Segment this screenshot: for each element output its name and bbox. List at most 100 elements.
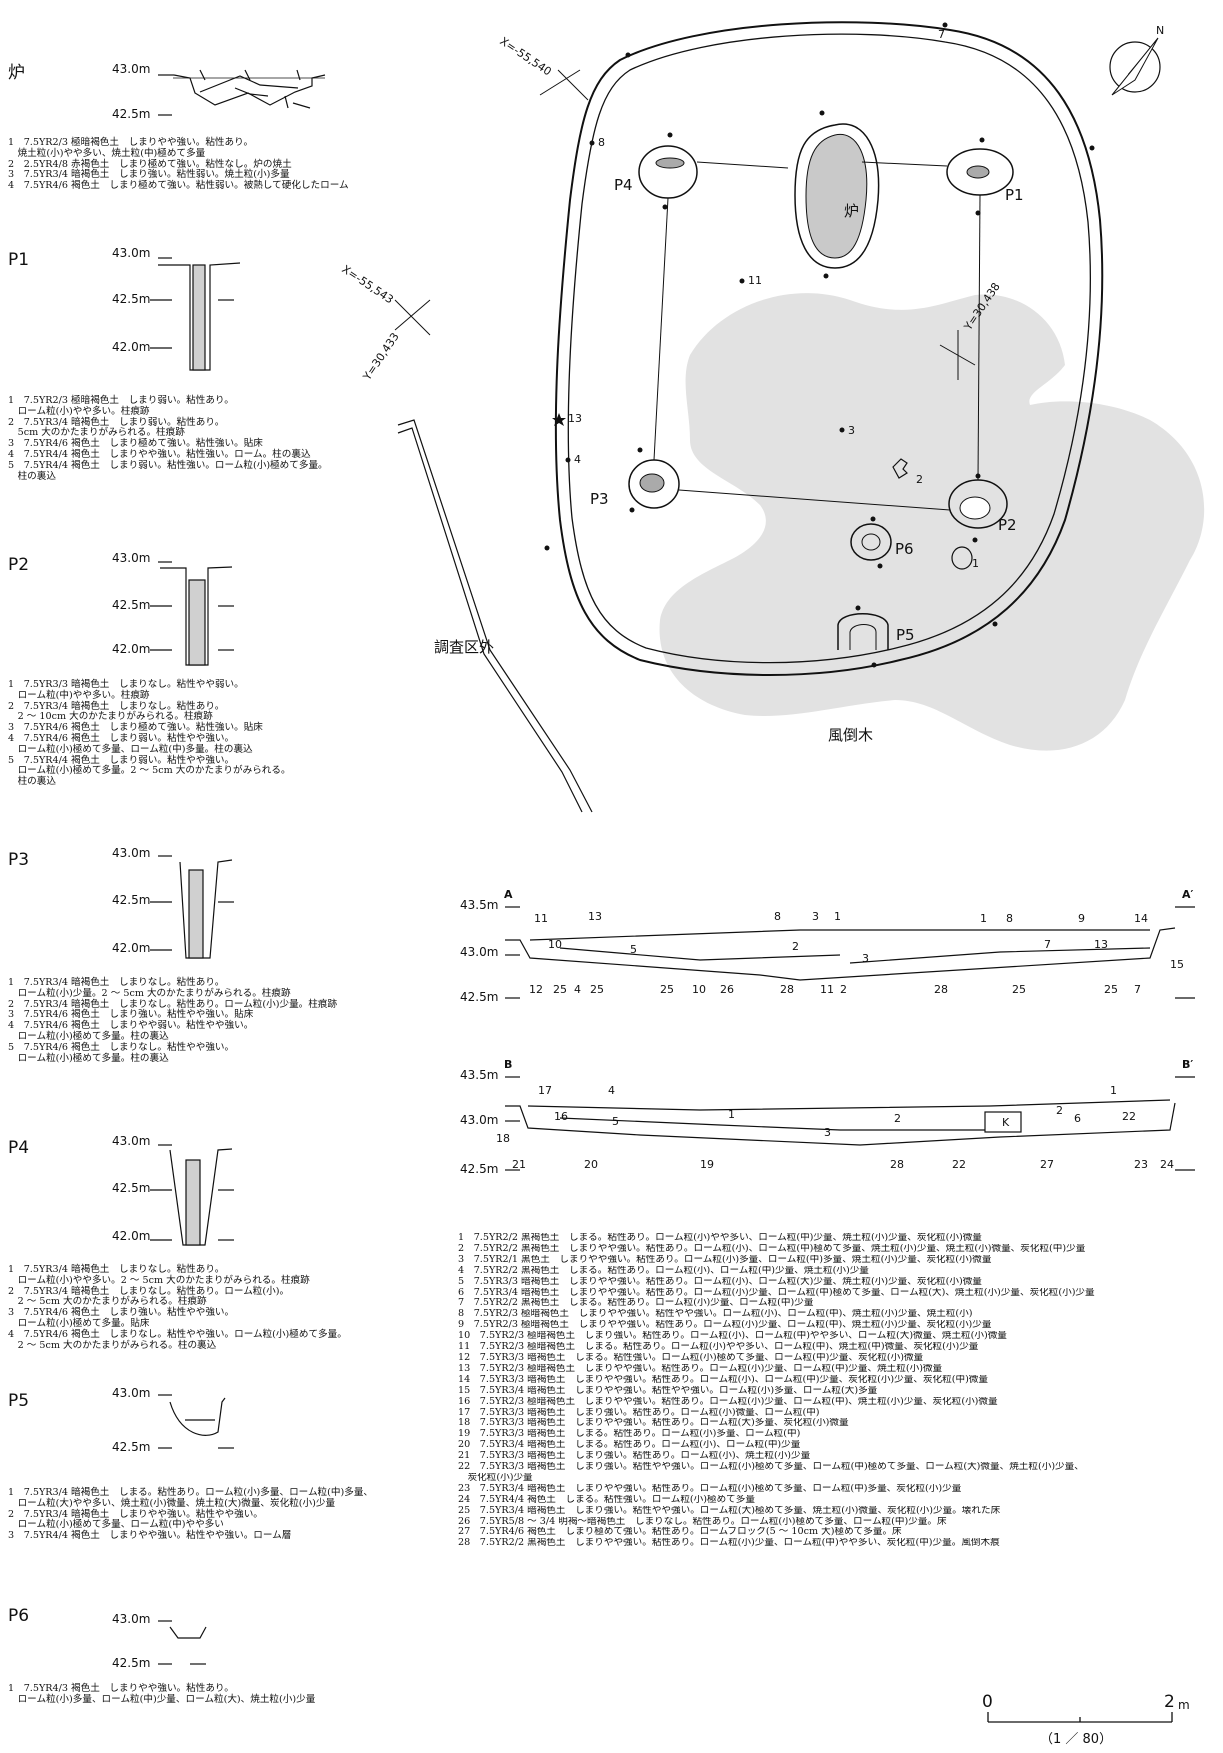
- section-p5-elev-top: 43.0m: [112, 1386, 151, 1400]
- section-a-bot-25a: 25: [553, 983, 567, 996]
- layer-legend: 1 7.5YR2/2 黒褐色土 しまる。粘性あり。ローム粒(小)やや多い、ローム…: [458, 1233, 1198, 1549]
- section-p4-elev-bot: 42.0m: [112, 1229, 151, 1243]
- section-p6-label: P6: [8, 1606, 30, 1626]
- section-b-layer-1-right: 1: [1110, 1084, 1117, 1097]
- section-a-bot-4: 4: [574, 983, 581, 996]
- section-ro-desc: 1 7.5YR2/3 極暗褐色土 しまりやや強い。粘性あり。 焼土粒(小)やや多…: [8, 137, 349, 192]
- legend-row: 23 7.5YR3/4 暗褐色土 しまりやや強い。粘性あり。ローム粒(小)極めて…: [458, 1483, 962, 1494]
- legend-row: 27 7.5YR4/6 褐色土 しまり極めて強い。粘性あり。ロームブロック(5 …: [458, 1527, 902, 1538]
- dwelling-outline-inner: [567, 33, 1091, 664]
- section-markers: [544, 52, 1095, 668]
- pit-p5: [837, 613, 889, 650]
- find-13-star-icon: [552, 413, 566, 426]
- scale-ratio: （1 ／ 80）: [1040, 1732, 1113, 1747]
- find-13-label: 13: [568, 412, 582, 425]
- legend-row: 4 7.5YR2/2 黒褐色土 しまる。粘性あり。ローム粒(小)、ローム粒(中)…: [458, 1265, 869, 1276]
- legend-row: 3 7.5YR2/1 黒色土 しまりやや強い。粘性あり。ローム粒(小)多量、ロー…: [458, 1254, 992, 1265]
- section-p3-drawing: [150, 855, 234, 959]
- north-label: N: [1156, 24, 1165, 37]
- pit-p1: [946, 148, 1014, 196]
- section-a-layer-8-right: 8: [1006, 912, 1013, 925]
- section-b-bot-22: 22: [952, 1158, 966, 1171]
- section-a-layer-10: 10: [548, 938, 562, 951]
- find-1-label: 1: [972, 557, 979, 570]
- section-b-bot-27: 27: [1040, 1158, 1054, 1171]
- section-p2-label: P2: [8, 555, 30, 575]
- section-b-bot-28: 28: [890, 1158, 904, 1171]
- hearth-fill: [805, 133, 868, 259]
- section-a-layer-2: 2: [792, 940, 799, 953]
- hearth-label: 炉: [844, 202, 860, 220]
- section-a-layer-7: 7: [1044, 938, 1051, 951]
- section-p4-desc: 1 7.5YR3/4 暗褐色土 しまりなし。粘性あり。 ローム粒(小)やや多い。…: [8, 1264, 347, 1351]
- north-arrow-icon: [1109, 37, 1161, 96]
- section-p4-elev-top: 43.0m: [112, 1134, 151, 1148]
- fallen-tree-label: 風倒木: [828, 726, 874, 744]
- section-p3-elev-mid: 42.5m: [112, 893, 151, 907]
- section-b-bot-21: 21: [512, 1158, 526, 1171]
- dwelling-outline-outer: [554, 21, 1104, 676]
- legend-row: 2 7.5YR2/2 黒褐色土 しまりやや強い。粘性あり。ローム粒(小)、ローム…: [458, 1243, 1086, 1254]
- section-b-layer-22: 22: [1122, 1110, 1136, 1123]
- pit-p5-label: P5: [896, 626, 915, 644]
- legend-row: 20 7.5YR3/4 暗褐色土 しまる。粘性あり。ローム粒(小)、ローム粒(中…: [458, 1440, 801, 1451]
- section-a-drawing: [505, 906, 1195, 999]
- section-b-layer-16: 16: [554, 1110, 568, 1123]
- section-p5-elev-bot: 42.5m: [112, 1440, 151, 1454]
- legend-row: 28 7.5YR2/2 黒褐色土 しまりやや強い。粘性あり。ローム粒(小)少量、…: [458, 1538, 1000, 1549]
- section-b-layer-18: 18: [496, 1132, 510, 1145]
- pit-p3: [628, 459, 680, 509]
- section-a-bot-7: 7: [1134, 983, 1141, 996]
- section-a-bot-25d: 25: [1012, 983, 1026, 996]
- legend-row: 6 7.5YR3/4 暗褐色土 しまりやや強い。粘性あり。ローム粒(小)少量、ロ…: [458, 1287, 1095, 1298]
- legend-row: 25 7.5YR3/4 暗褐色土 しまり強い。粘性やや強い。ローム粒(大)極めて…: [458, 1505, 1001, 1516]
- legend-row: 22 7.5YR3/3 暗褐色土 しまり強い。粘性やや強い。ローム粒(小)極めて…: [458, 1462, 1084, 1473]
- find-3-label: 3: [848, 424, 855, 437]
- find-2-pottery-icon: [892, 458, 908, 479]
- section-p2-elev-bot: 42.0m: [112, 642, 151, 656]
- scale-max: 2: [1164, 1692, 1175, 1712]
- section-p1-desc: 1 7.5YR2/3 極暗褐色土 しまり弱い。粘性あり。 ローム粒(小)やや多い…: [8, 395, 328, 482]
- scale-zero: 0: [982, 1692, 993, 1712]
- section-p6-elev-bot: 42.5m: [112, 1656, 151, 1670]
- section-b-layer-5: 5: [612, 1115, 619, 1128]
- section-p5-desc: 1 7.5YR3/4 暗褐色土 しまる。粘性あり。ローム粒(小)多量、ローム粒(…: [8, 1487, 374, 1542]
- section-b-layer-2-right: 2: [1056, 1104, 1063, 1117]
- legend-row: 26 7.5YR5/8 ～ 3/4 明褐～暗褐色土 しまりなし。粘性あり。ローム…: [458, 1516, 947, 1527]
- section-p3-desc: 1 7.5YR3/4 暗褐色土 しまりなし。粘性あり。 ローム粒(小)少量。2 …: [8, 977, 338, 1064]
- section-b-layer-17: 17: [538, 1084, 552, 1097]
- section-a-start: A: [504, 888, 513, 901]
- section-p4-label: P4: [8, 1138, 30, 1158]
- legend-row: 13 7.5YR2/3 極暗褐色土 しまりやや強い。粘性あり。ローム粒(小)少量…: [458, 1363, 943, 1374]
- pit-p2-label: P2: [998, 516, 1017, 534]
- legend-row: 10 7.5YR2/3 極暗褐色土 しまり強い。粘性あり。ローム粒(小)、ローム…: [458, 1331, 1007, 1342]
- hearth-outline: [794, 123, 880, 269]
- section-p3-elev-top: 43.0m: [112, 846, 151, 860]
- section-b-elev-425: 42.5m: [460, 1162, 499, 1176]
- scale-unit: m: [1178, 1698, 1190, 1712]
- section-b-k-label: K: [1002, 1116, 1010, 1129]
- section-a-layer-13-right: 13: [1094, 938, 1108, 951]
- section-a-layer-1-right: 1: [980, 912, 987, 925]
- section-b-start: B: [504, 1058, 513, 1071]
- section-a-elev-435: 43.5m: [460, 898, 499, 912]
- legend-row: 17 7.5YR3/3 暗褐色土 しまり強い。粘性あり。ローム粒(小)微量、ロー…: [458, 1407, 820, 1418]
- find-1-outline: [951, 546, 973, 570]
- pit-p3-label: P3: [590, 490, 609, 508]
- legend-row: 12 7.5YR3/3 暗褐色土 しまる。粘性強い。ローム粒(小)極めて多量、ロ…: [458, 1352, 924, 1363]
- section-a-bot-28a: 28: [780, 983, 794, 996]
- section-p5-drawing: [158, 1394, 234, 1449]
- section-p2-elev-top: 43.0m: [112, 551, 151, 565]
- section-p3-elev-bot: 42.0m: [112, 941, 151, 955]
- find-2-label: 2: [916, 473, 923, 486]
- section-a-bot-25b: 25: [590, 983, 604, 996]
- find-dots: [565, 22, 948, 463]
- section-a-layer-11-top: 11: [534, 912, 548, 925]
- legend-row: 8 7.5YR2/3 極暗褐色土 しまりやや強い。粘性やや強い。ローム粒(小)、…: [458, 1309, 973, 1320]
- find-4-label: 4: [574, 453, 581, 466]
- legend-row: 19 7.5YR3/3 暗褐色土 しまる。粘性あり。ローム粒(小)多量、ローム粒…: [458, 1429, 801, 1440]
- pit-p1-label: P1: [1005, 186, 1024, 204]
- find-11-label: 11: [748, 274, 762, 287]
- section-b-elev-430: 43.0m: [460, 1113, 499, 1127]
